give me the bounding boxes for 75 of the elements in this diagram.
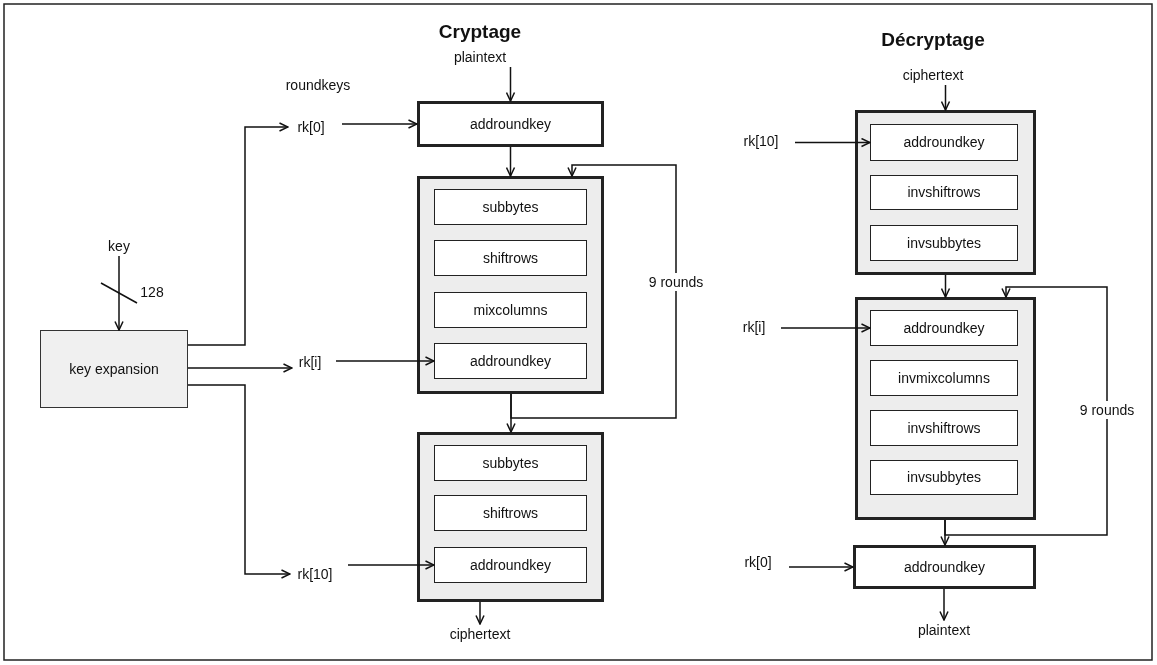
data-label: ciphertext <box>437 624 523 644</box>
arrow <box>505 66 516 102</box>
arrow <box>187 384 291 579</box>
round-block <box>855 110 1036 275</box>
arrow <box>510 164 677 419</box>
section-title: Cryptage <box>438 21 522 43</box>
arrow <box>939 588 949 621</box>
step-label: addroundkey <box>469 115 552 133</box>
step-box <box>434 495 587 531</box>
step-label: addroundkey <box>902 319 986 337</box>
step-label: addroundkey <box>902 134 986 151</box>
key-expansion-box <box>40 330 188 408</box>
roundkey-label: rk[i] <box>735 317 773 337</box>
arrow <box>341 119 418 129</box>
edge-label: 9 rounds <box>1077 401 1137 419</box>
step-box <box>434 343 587 379</box>
step-box <box>434 292 587 328</box>
arrow <box>114 255 124 331</box>
step-label: invshiftrows <box>906 419 982 437</box>
step-box <box>434 547 587 583</box>
step-box <box>870 310 1018 346</box>
step-label: invshiftrows <box>906 184 982 201</box>
roundkey-label: rk[i] <box>292 352 328 372</box>
step-box <box>434 189 587 225</box>
step-label: invsubbytes <box>906 234 982 252</box>
arrow <box>187 363 293 373</box>
step-label: invsubbytes <box>906 469 982 486</box>
step-label: addroundkey <box>469 556 552 574</box>
step-box <box>870 460 1018 495</box>
round-block <box>417 432 604 602</box>
roundkey-label: rk[0] <box>735 552 781 572</box>
step-label: invmixcolumns <box>897 369 991 387</box>
arrow <box>780 323 871 333</box>
arrow <box>505 146 516 177</box>
arrow <box>940 519 950 546</box>
arrow <box>940 84 951 111</box>
step-label: key expansion <box>68 360 160 378</box>
step-label: addroundkey <box>469 352 552 370</box>
step-box <box>870 410 1018 446</box>
step-box <box>870 175 1018 210</box>
arrow <box>788 562 854 572</box>
arrow <box>944 286 1108 536</box>
step-label: addroundkey <box>903 558 986 576</box>
arrow <box>506 393 516 433</box>
step-box <box>870 225 1018 261</box>
step-box <box>870 124 1018 161</box>
data-label: plaintext <box>442 47 518 67</box>
edge-label: 9 rounds <box>646 273 706 291</box>
step-label: subbytes <box>481 198 540 216</box>
round-block <box>855 297 1036 520</box>
step-label: mixcolumns <box>472 301 549 319</box>
step-box <box>870 360 1018 396</box>
step-label: shiftrows <box>481 504 540 522</box>
step-box <box>434 240 587 276</box>
round-block <box>417 176 604 394</box>
arrow <box>940 274 951 298</box>
step-box <box>434 445 587 481</box>
input-label: key <box>100 236 138 256</box>
data-label: plaintext <box>906 620 982 640</box>
section-title: Décryptage <box>881 29 985 51</box>
step-box <box>853 545 1036 589</box>
arrow <box>794 137 871 148</box>
step-label: subbytes <box>481 454 540 472</box>
arrow <box>187 122 289 346</box>
roundkey-label: rk[0] <box>288 117 334 137</box>
roundkey-label: rk[10] <box>735 131 787 151</box>
roundkey-label: rk[10] <box>290 564 340 584</box>
data-label: ciphertext <box>890 65 976 85</box>
arrow <box>475 601 485 625</box>
edge-label: 128 <box>139 283 165 301</box>
group-label: roundkeys <box>285 77 351 93</box>
step-label: shiftrows <box>481 249 540 267</box>
arrow <box>347 560 435 570</box>
arrow <box>335 356 435 366</box>
step-box <box>417 101 604 147</box>
